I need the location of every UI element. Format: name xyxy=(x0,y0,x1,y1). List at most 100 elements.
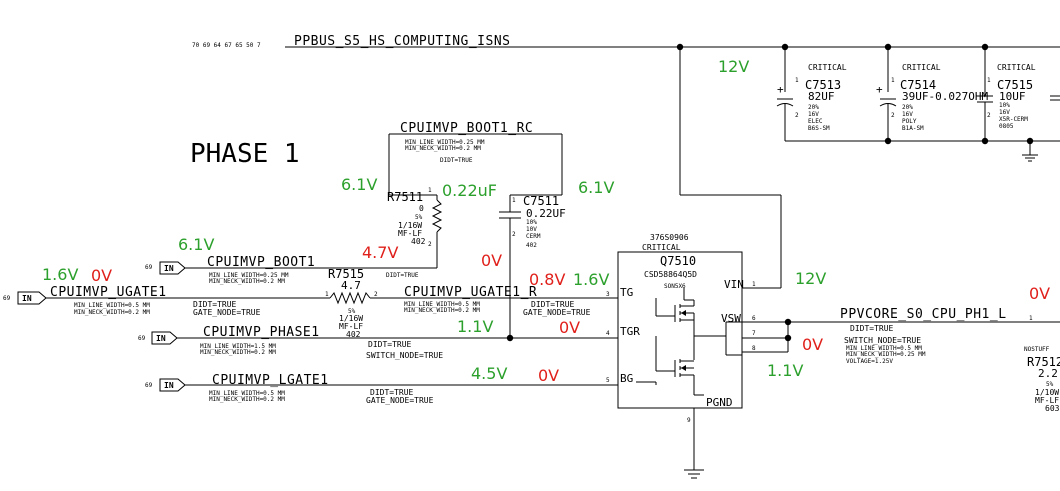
svg-text:SWITCH_NODE=TRUE: SWITCH_NODE=TRUE xyxy=(366,351,443,360)
c7511-capacitor: 1 2 C7511 0.22UF 10% 10V CERM 402 xyxy=(499,194,566,338)
voltage-annotation: 1.1V xyxy=(457,317,493,336)
voltage-annotation: 1.1V xyxy=(767,361,803,380)
c7515-pin2: 2 xyxy=(987,112,991,119)
svg-text:603: 603 xyxy=(1045,404,1060,413)
ugate1-label: CPUIMVP_UGATE1 xyxy=(50,285,167,300)
svg-text:10%: 10% xyxy=(526,219,537,226)
svg-text:TGR: TGR xyxy=(620,325,640,338)
phase1-input-port: 69 IN xyxy=(138,331,185,345)
voltage-annotation: 0V xyxy=(1029,284,1050,303)
pgnd-ground xyxy=(684,408,704,479)
measurement-annotations: 12V 6.1V 0.22uF 6.1V 6.1V 4.7V 0V 1.6V 0… xyxy=(42,57,1050,385)
c7515-critical: CRITICAL xyxy=(997,63,1036,72)
svg-text:CERM: CERM xyxy=(526,233,541,240)
svg-text:7: 7 xyxy=(752,330,756,337)
svg-text:402: 402 xyxy=(411,237,426,246)
svg-text:BG: BG xyxy=(620,372,633,385)
phase1-label: CPUIMVP_PHASE1 xyxy=(203,325,320,340)
svg-text:MIN_NECK_WIDTH=0.2 MM: MIN_NECK_WIDTH=0.2 MM xyxy=(404,307,480,314)
svg-text:2: 2 xyxy=(374,291,378,298)
voltage-annotation: 6.1V xyxy=(578,178,614,197)
svg-text:IN: IN xyxy=(164,264,174,273)
svg-text:IN: IN xyxy=(22,294,32,303)
c7514-pin1: 1 xyxy=(891,77,895,84)
svg-text:69: 69 xyxy=(3,295,11,302)
c7514-tol: 20% xyxy=(902,104,913,111)
svg-text:1: 1 xyxy=(512,197,516,204)
boot1-rc-label: CPUIMVP_BOOT1_RC xyxy=(400,121,533,136)
ugate1-input-port: 69 IN xyxy=(3,291,47,305)
svg-text:2: 2 xyxy=(428,241,432,248)
ugate1-r-net: CPUIMVP_UGATE1_R MIN_LINE_WIDTH=0.5 MM M… xyxy=(370,285,618,317)
svg-text:1/16W: 1/16W xyxy=(398,221,422,230)
c7515-type: X5R-CERM xyxy=(999,116,1028,123)
capacitance-annotation: 0.22uF xyxy=(442,181,497,200)
voltage-annotation: 6.1V xyxy=(341,175,377,194)
svg-text:GATE_NODE=TRUE: GATE_NODE=TRUE xyxy=(523,308,591,317)
boot1-net: CPUIMVP_BOOT1 MIN_LINE_WIDTH=0.25 MM MIN… xyxy=(185,255,437,285)
svg-text:NOSTUFF: NOSTUFF xyxy=(1024,346,1050,353)
svg-text:MIN_NECK_WIDTH=0.25 MM: MIN_NECK_WIDTH=0.25 MM xyxy=(846,351,926,358)
c7514-capacitor: + 1 2 CRITICAL C7514 39UF-0.027OHM 20% 1… xyxy=(876,47,988,141)
c7513-value: 82UF xyxy=(808,90,835,103)
svg-text:IN: IN xyxy=(156,334,166,343)
cap-ground xyxy=(785,137,1060,162)
voltage-annotation: 1.6V xyxy=(42,265,78,284)
voltage-annotation: 12V xyxy=(795,269,826,288)
svg-text:MIN_LINE_WIDTH=0.5 MM: MIN_LINE_WIDTH=0.5 MM xyxy=(846,345,922,352)
q7510-ref: Q7510 xyxy=(660,254,696,268)
svg-text:6: 6 xyxy=(752,315,756,322)
boot1-rc-net: CPUIMVP_BOOT1_RC MIN_LINE_WIDTH=0.25 MM … xyxy=(388,121,563,196)
svg-text:MIN_NECK_WIDTH=0.2 MM: MIN_NECK_WIDTH=0.2 MM xyxy=(200,349,276,356)
voltage-annotation: 0V xyxy=(802,335,823,354)
svg-text:MIN_LINE_WIDTH=0.5 MM: MIN_LINE_WIDTH=0.5 MM xyxy=(74,302,150,309)
c7515-tol: 10% xyxy=(999,102,1010,109)
voltage-annotation: 0V xyxy=(481,251,502,270)
phase-title: PHASE 1 xyxy=(190,139,300,169)
r7511-resistor: 1 2 R7511 0 5% 1/16W MF-LF 402 xyxy=(387,187,443,268)
svg-text:+: + xyxy=(876,83,883,96)
svg-text:DIDT=TRUE: DIDT=TRUE xyxy=(193,300,237,309)
r7515-resistor: 1 2 R7515 4.7 5% 1/16W MF-LF 402 xyxy=(325,267,378,339)
svg-text:MF-LF: MF-LF xyxy=(339,322,363,331)
svg-text:GATE_NODE=TRUE: GATE_NODE=TRUE xyxy=(366,396,434,405)
svg-text:2.2: 2.2 xyxy=(1038,367,1058,380)
c7513-volt: 16V xyxy=(808,111,819,118)
c7513-capacitor: + 1 2 CRITICAL C7513 82UF 20% 16V ELEC B… xyxy=(776,47,847,141)
svg-text:GATE_NODE=TRUE: GATE_NODE=TRUE xyxy=(193,308,261,317)
low-side-mosfet-icon xyxy=(636,326,704,396)
svg-text:MIN_LINE_WIDTH=0.25 MM: MIN_LINE_WIDTH=0.25 MM xyxy=(209,272,289,279)
svg-text:+: + xyxy=(777,83,784,96)
lgate1-net: CPUIMVP_LGATE1 MIN_LINE_WIDTH=0.5 MM MIN… xyxy=(185,373,618,405)
svg-text:IN: IN xyxy=(164,381,174,390)
svg-text:DIDT=TRUE: DIDT=TRUE xyxy=(531,300,575,309)
svg-text:3: 3 xyxy=(606,291,610,298)
svg-text:DIDT=TRUE: DIDT=TRUE xyxy=(368,340,412,349)
svg-text:9: 9 xyxy=(687,417,691,424)
lgate1-label: CPUIMVP_LGATE1 xyxy=(212,373,329,388)
c7515-value: 10UF xyxy=(999,90,1026,103)
ppbus-net-label: PPBUS_S5_HS_COMPUTING_ISNS xyxy=(294,34,511,49)
svg-text:TG: TG xyxy=(620,286,633,299)
c7511-ref: C7511 xyxy=(523,194,559,208)
svg-text:4: 4 xyxy=(606,330,610,337)
voltage-annotation: 1.6V xyxy=(573,270,609,289)
voltage-annotation: 0V xyxy=(91,266,112,285)
partial-capacitor xyxy=(1050,95,1060,101)
svg-text:MIN_LINE_WIDTH=0.25 MM: MIN_LINE_WIDTH=0.25 MM xyxy=(405,139,485,146)
c7514-ref: C7514 xyxy=(900,78,936,92)
svg-text:5%: 5% xyxy=(415,214,423,221)
svg-text:MF-LF: MF-LF xyxy=(1035,396,1059,405)
svg-text:1: 1 xyxy=(428,187,432,194)
svg-text:69: 69 xyxy=(138,335,146,342)
ppbus-sheet-refs: 70 69 64 67 65 50 7 xyxy=(192,42,261,49)
boot1-input-port: 69 IN xyxy=(145,261,186,275)
svg-text:MIN_LINE_WIDTH=1.5 MM: MIN_LINE_WIDTH=1.5 MM xyxy=(200,343,276,350)
ugate1-r-label: CPUIMVP_UGATE1_R xyxy=(404,285,537,300)
c7515-capacitor: 1 2 CRITICAL C7515 10UF 10% 16V X5R-CERM… xyxy=(977,47,1036,141)
svg-text:MIN_NECK_WIDTH=0.2 MM: MIN_NECK_WIDTH=0.2 MM xyxy=(74,309,150,316)
svg-text:SWITCH_NODE=TRUE: SWITCH_NODE=TRUE xyxy=(844,336,921,345)
c7515-pkg: 0805 xyxy=(999,123,1014,130)
ppvcore-label: PPVCORE_S0_CPU_PH1_L xyxy=(840,307,1007,322)
svg-text:69: 69 xyxy=(145,264,153,271)
